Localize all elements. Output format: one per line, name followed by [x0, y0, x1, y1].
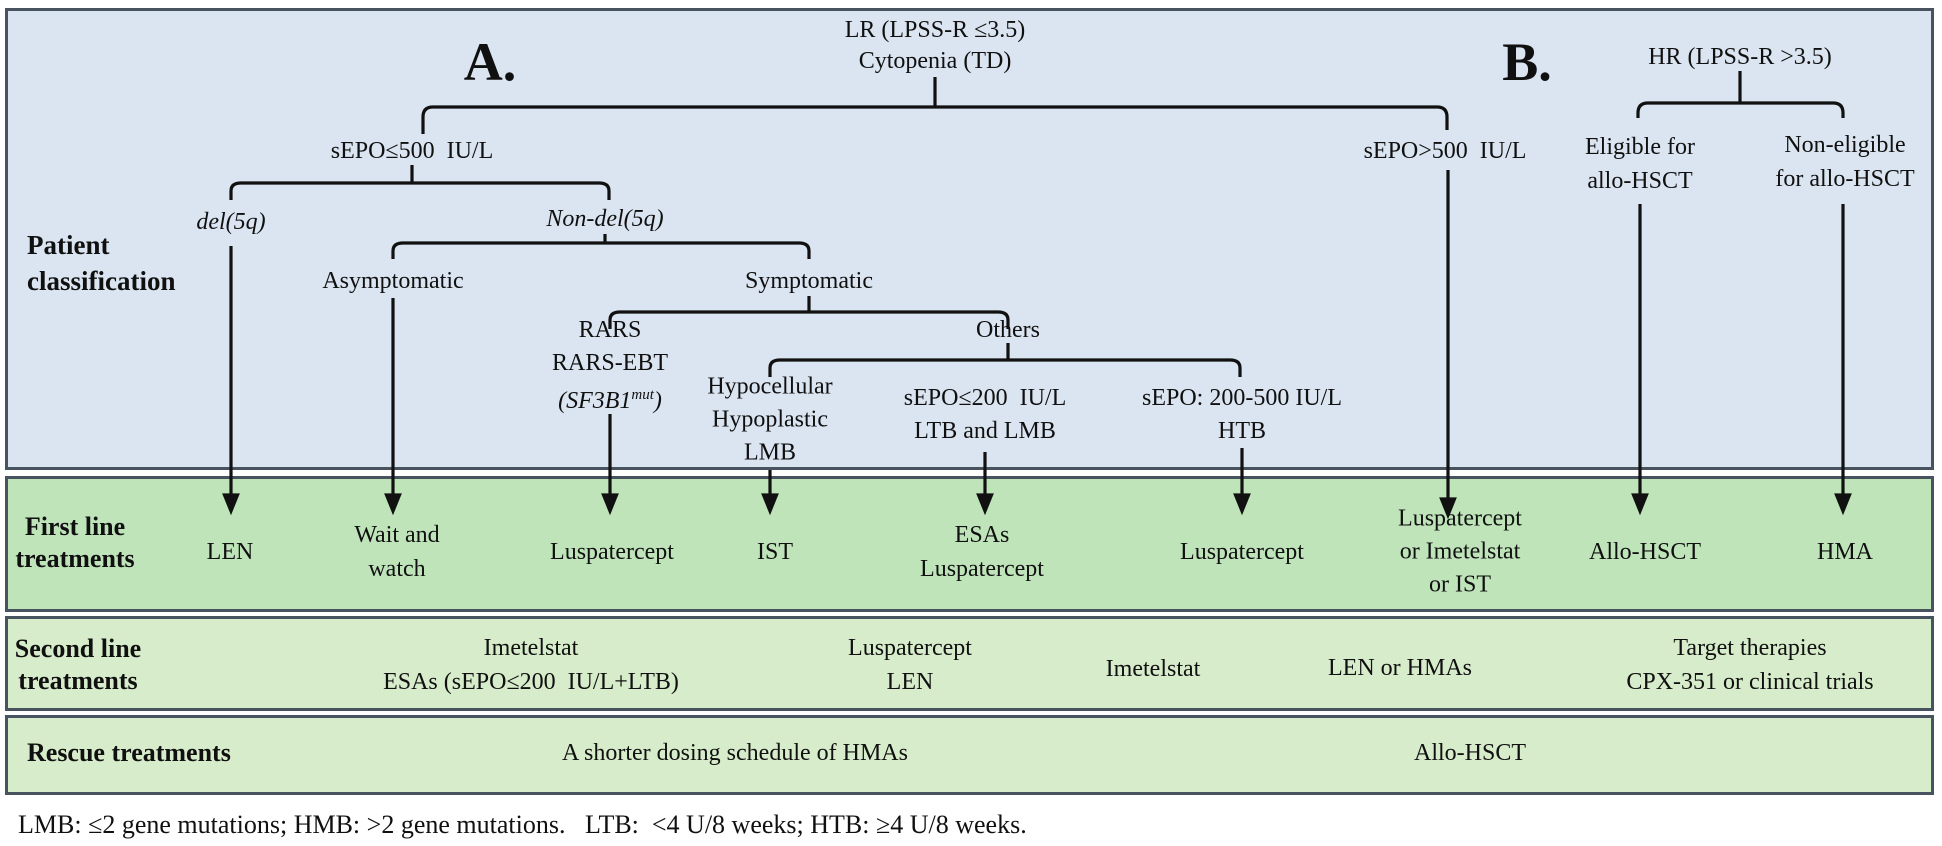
- hr-root-node: HR (LPSS-R >3.5): [1648, 44, 1832, 70]
- asymptomatic-node: Asymptomatic: [322, 268, 464, 294]
- sf3b1-sup: mut: [631, 387, 654, 403]
- sepo-le200-node: sEPO≤200 IU/L LTB and LMB: [903, 385, 1067, 444]
- second-line-row-label: Second line treatments: [14, 634, 142, 695]
- first-line-hma: HMA: [1816, 539, 1874, 565]
- rars-node: RARS RARS-EBT: [551, 317, 669, 376]
- second-line-imetelstat-esas: Imetelstat ESAs (sEPO≤200 IU/L+LTB): [383, 635, 679, 695]
- sf3b1-mut-node: (SF3B1mut): [558, 378, 662, 418]
- rescue-allo-hsct: Allo-HSCT: [1413, 740, 1527, 766]
- others-node: Others: [976, 317, 1040, 343]
- hypocellular-node: Hypocellular Hypoplastic LMB: [707, 373, 833, 466]
- del5q-node: del(5q): [196, 209, 266, 235]
- first-line-luspatercept-imetelstat-ist: Luspatercept or Imetelstat or IST: [1398, 505, 1522, 598]
- eligible-hsct-node: Eligible for allo-HSCT: [1585, 134, 1695, 194]
- patient-classification-row-label: Patient classification: [27, 230, 176, 296]
- second-line-luspatercept-len: Luspatercept LEN: [848, 635, 972, 695]
- sepo-gt500-node: sEPO>500 IU/L: [1363, 138, 1527, 164]
- first-line-len: LEN: [206, 539, 254, 565]
- sf3b1-pre: (SF3B1: [558, 388, 632, 414]
- abbreviations-footnote: LMB: ≤2 gene mutations; HMB: >2 gene mut…: [18, 810, 1027, 839]
- first-line-treatments-band: [5, 476, 1934, 612]
- non-eligible-hsct-node: Non-eligible for allo-HSCT: [1775, 132, 1915, 192]
- non-del5q-node: Non-del(5q): [546, 206, 664, 232]
- first-line-luspatercept-rars: Luspatercept: [550, 539, 674, 565]
- rescue-treatments-band: [5, 715, 1934, 795]
- first-line-esas-luspatercept: ESAs Luspatercept: [920, 522, 1044, 582]
- section-b-label: B.: [1502, 32, 1552, 92]
- sepo-le500-node: sEPO≤500 IU/L: [330, 138, 494, 164]
- first-line-wait-watch: Wait and watch: [354, 522, 440, 582]
- section-a-label: A.: [463, 32, 517, 92]
- first-line-luspatercept-htb: Luspatercept: [1180, 539, 1304, 565]
- first-line-allo-hsct: Allo-HSCT: [1588, 539, 1702, 565]
- rescue-row-label: Rescue treatments: [27, 738, 231, 767]
- second-line-target-therapies: Target therapies CPX-351 or clinical tri…: [1626, 635, 1874, 695]
- symptomatic-node: Symptomatic: [745, 268, 873, 294]
- first-line-row-label: First line treatments: [15, 512, 135, 573]
- rescue-shorter-hma-schedule: A shorter dosing schedule of HMAs: [562, 740, 908, 766]
- second-line-imetelstat: Imetelstat: [1105, 656, 1201, 682]
- lr-root-node: LR (LPSS-R ≤3.5) Cytopenia (TD): [844, 17, 1026, 74]
- second-line-treatments-band: [5, 616, 1934, 711]
- first-line-ist: IST: [757, 539, 793, 565]
- sepo-200-500-node: sEPO: 200-500 IU/L HTB: [1142, 385, 1342, 444]
- sf3b1-post: ): [653, 388, 662, 414]
- patient-classification-band: [5, 8, 1934, 470]
- second-line-len-or-hmas: LEN or HMAs: [1328, 655, 1472, 681]
